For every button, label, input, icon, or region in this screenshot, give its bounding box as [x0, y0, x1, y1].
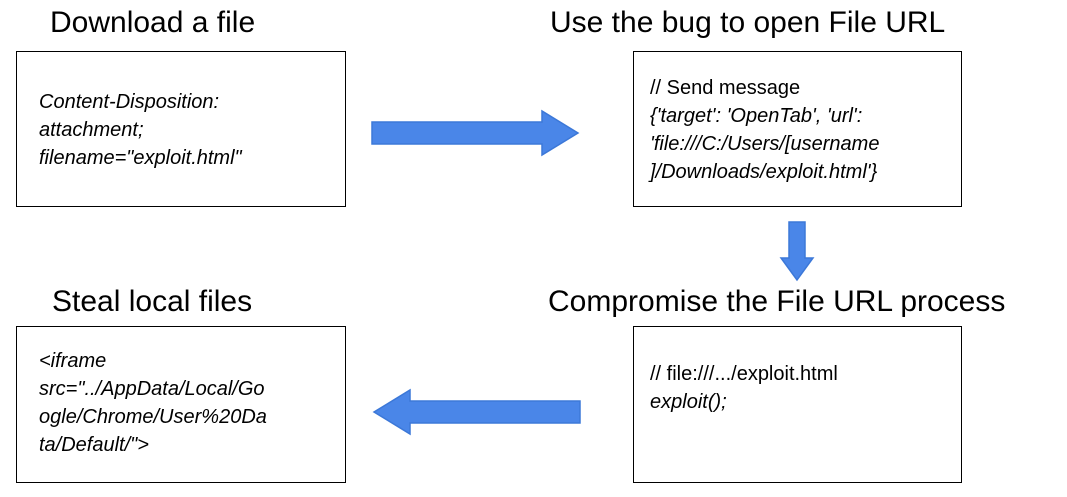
step-download-title: Download a file: [50, 6, 256, 39]
step-compromise-title: Compromise the File URL process: [548, 285, 1006, 318]
step-steal-text: <iframe src="../AppData/Local/Go ogle/Ch…: [39, 347, 267, 459]
download-line-2: attachment;: [39, 119, 144, 141]
step-steal-title: Steal local files: [52, 285, 253, 318]
use-bug-line-2: 'file:///C:/Users/[username: [650, 133, 880, 155]
arrow-right-icon: [371, 109, 580, 157]
steal-line-2: src="../AppData/Local/Go: [39, 378, 265, 400]
steal-line-1: <iframe: [39, 350, 107, 372]
steal-line-4: ta/Default/">: [39, 434, 149, 456]
step-download-box: Content-Disposition: attachment; filenam…: [16, 51, 346, 207]
steal-line-3: ogle/Chrome/User%20Da: [39, 406, 267, 428]
download-line-3: filename="exploit.html": [39, 147, 242, 169]
use-bug-comment: // Send message: [650, 77, 801, 99]
step-use-bug-box: // Send message {'target': 'OpenTab', 'u…: [633, 51, 962, 207]
step-download-text: Content-Disposition: attachment; filenam…: [39, 88, 242, 172]
arrow-down-icon: [779, 221, 815, 282]
use-bug-line-3: ]/Downloads/exploit.html'}: [650, 161, 878, 183]
compromise-comment: // file:///.../exploit.html: [650, 363, 838, 385]
use-bug-line-1: {'target': 'OpenTab', 'url':: [650, 105, 863, 127]
step-use-bug-title: Use the bug to open File URL: [550, 6, 946, 39]
step-compromise-box: // file:///.../exploit.html exploit();: [633, 326, 962, 483]
step-steal-box: <iframe src="../AppData/Local/Go ogle/Ch…: [16, 326, 346, 483]
compromise-code: exploit();: [650, 391, 727, 413]
arrow-left-icon: [372, 388, 581, 436]
step-use-bug-text: // Send message {'target': 'OpenTab', 'u…: [650, 74, 879, 186]
step-compromise-text: // file:///.../exploit.html exploit();: [650, 360, 838, 416]
download-line-1: Content-Disposition:: [39, 91, 220, 113]
